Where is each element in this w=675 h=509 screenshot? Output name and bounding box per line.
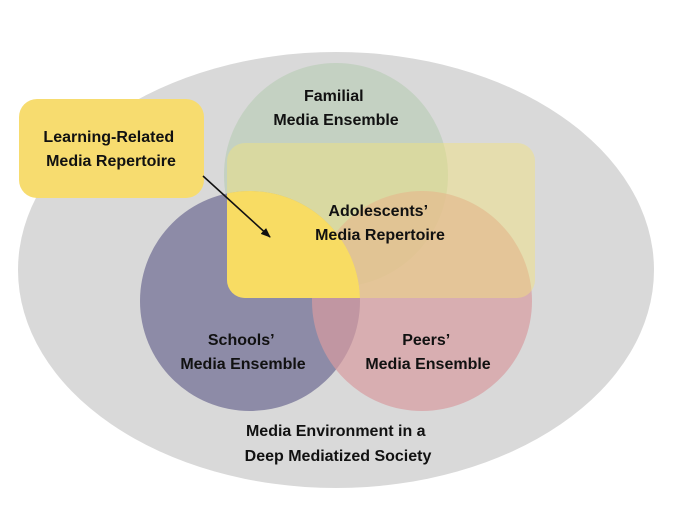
environment-label-line1: Media Environment in a — [246, 423, 426, 440]
environment-label-line2: Deep Mediatized Society — [245, 448, 432, 465]
learning-repertoire-box — [19, 99, 204, 198]
peers-circle — [312, 191, 532, 411]
familial-label: Familial Media Ensemble — [273, 88, 398, 129]
peers-label: Peers’ Media Ensemble — [365, 332, 490, 373]
familial-label-line1: Familial — [304, 88, 364, 105]
schools-label-line2: Media Ensemble — [180, 356, 305, 373]
environment-label: Media Environment in a Deep Mediatized S… — [245, 423, 432, 465]
adolescents-label: Adolescents’ Media Repertoire — [315, 203, 445, 244]
schools-label: Schools’ Media Ensemble — [180, 332, 305, 373]
peers-label-line2: Media Ensemble — [365, 356, 490, 373]
learning-overlap-region — [227, 191, 360, 298]
learning-label: Learning-Related Media Repertoire — [43, 129, 178, 170]
learning-label-line2: Media Repertoire — [46, 153, 176, 170]
adolescents-label-line1: Adolescents’ — [328, 203, 427, 220]
peers-label-line1: Peers’ — [402, 332, 450, 349]
learning-label-line1: Learning-Related — [43, 129, 174, 146]
familial-label-line2: Media Ensemble — [273, 112, 398, 129]
schools-label-line1: Schools’ — [208, 332, 274, 349]
adolescents-label-line2: Media Repertoire — [315, 227, 445, 244]
learning-arrow — [202, 175, 271, 238]
